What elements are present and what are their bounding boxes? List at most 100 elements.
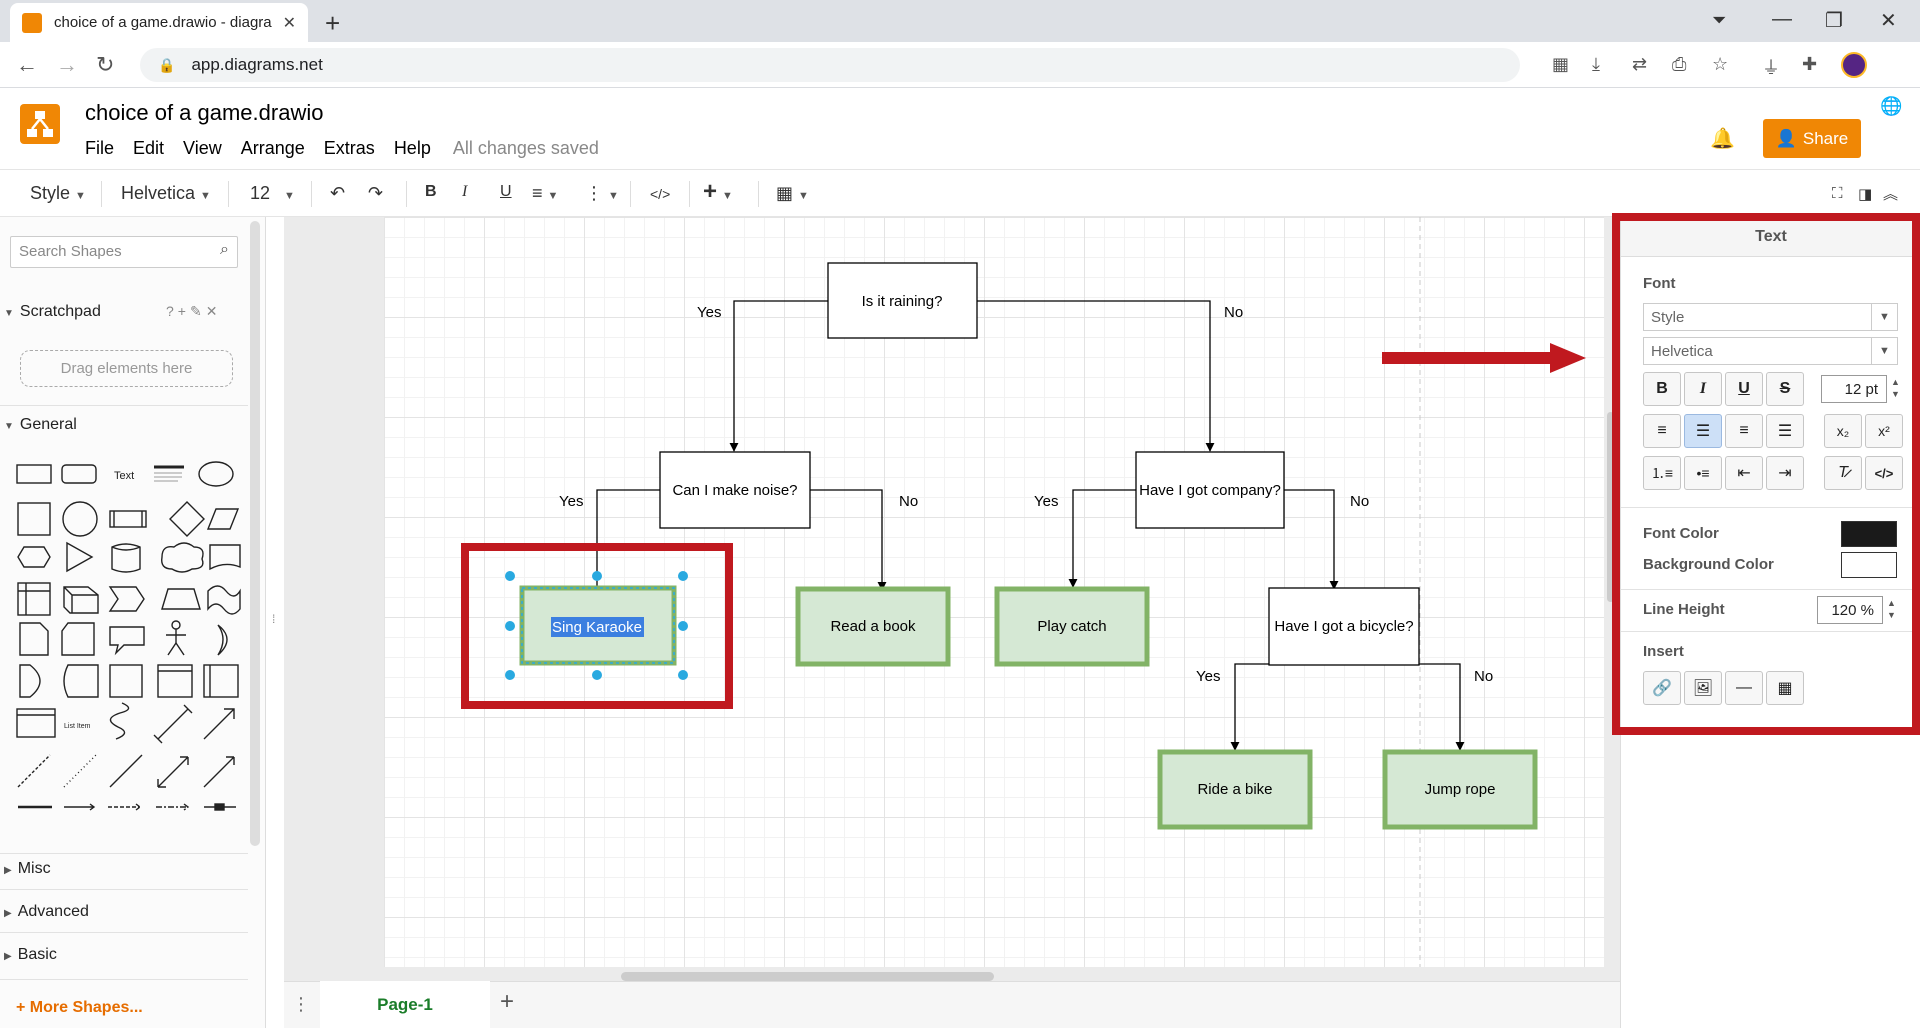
edge-raining-yes[interactable] bbox=[729, 300, 828, 452]
node-read-a-book[interactable] bbox=[795, 586, 951, 667]
basic-header[interactable]: ▶Basic bbox=[4, 946, 57, 963]
html-toggle-button[interactable]: </> bbox=[1865, 456, 1903, 490]
align-center-button[interactable]: ☰ bbox=[1684, 414, 1722, 448]
redo-icon[interactable]: ↷ bbox=[368, 183, 384, 203]
table-icon[interactable]: ▦▼ bbox=[776, 183, 809, 203]
node-ride-a-bike[interactable] bbox=[1157, 749, 1313, 830]
font-family-select[interactable]: Helvetica▼ bbox=[1643, 337, 1898, 365]
menu-extras[interactable]: Extras bbox=[323, 138, 375, 158]
reload-icon[interactable]: ↻ bbox=[96, 52, 115, 77]
extension-icon[interactable]: ⏚ bbox=[1762, 58, 1780, 78]
menu-file[interactable]: File bbox=[85, 138, 115, 158]
align-icon[interactable]: ≡▼ bbox=[532, 183, 559, 203]
align-right-button[interactable]: ≡ bbox=[1725, 414, 1763, 448]
html-code-icon[interactable]: </> bbox=[650, 186, 671, 202]
new-tab-icon[interactable]: + bbox=[325, 8, 341, 38]
italic-icon[interactable]: I bbox=[462, 183, 468, 200]
profile-avatar[interactable] bbox=[1841, 52, 1867, 78]
language-globe-icon[interactable]: 🌐 bbox=[1880, 96, 1903, 116]
fullscreen-icon[interactable]: ⛶ bbox=[1832, 185, 1843, 202]
node-have-i-got-company[interactable] bbox=[1135, 451, 1285, 529]
undo-icon[interactable]: ↶ bbox=[330, 183, 346, 203]
diagram-canvas[interactable]: Yes No Yes No Yes No Yes No Is it rainin… bbox=[272, 217, 1620, 981]
browser-tab[interactable]: choice of a game.drawio - diagra ✕ bbox=[10, 3, 308, 42]
share-page-icon[interactable]: ⎙ bbox=[1672, 54, 1687, 74]
notification-bell-icon[interactable]: 🔔 bbox=[1710, 128, 1735, 150]
italic-button[interactable]: I bbox=[1684, 372, 1722, 406]
document-title[interactable]: choice of a game.drawio bbox=[85, 100, 324, 125]
font-color-swatch[interactable] bbox=[1841, 521, 1897, 547]
underline-icon[interactable]: U bbox=[500, 183, 512, 200]
insert-table-button[interactable]: ▦ bbox=[1766, 671, 1804, 705]
diagram-page[interactable]: Yes No Yes No Yes No Yes No Is it rainin… bbox=[384, 217, 1604, 967]
forward-icon[interactable]: → bbox=[56, 52, 78, 77]
general-header[interactable]: ▼General bbox=[4, 416, 77, 433]
font-dropdown[interactable]: Helvetica▼ bbox=[121, 183, 211, 203]
search-shapes-input[interactable]: Search Shapes ⌕ bbox=[10, 236, 238, 268]
misc-header[interactable]: ▶Misc bbox=[4, 860, 51, 877]
insert-image-button[interactable]: 🖼 bbox=[1684, 671, 1722, 705]
bold-icon[interactable]: B bbox=[425, 183, 437, 200]
canvas-horizontal-scrollbar[interactable] bbox=[621, 972, 994, 981]
outdent-button[interactable]: ⇤ bbox=[1725, 456, 1763, 490]
edge-bicycle-yes[interactable] bbox=[1230, 663, 1269, 751]
bold-button[interactable]: B bbox=[1643, 372, 1681, 406]
install-icon[interactable]: ⤓ bbox=[1592, 54, 1600, 74]
menu-edit[interactable]: Edit bbox=[133, 138, 165, 158]
url-field[interactable]: 🔒 app.diagrams.net bbox=[140, 48, 1520, 82]
clear-format-button[interactable]: T̷ bbox=[1824, 456, 1862, 490]
node-is-it-raining[interactable] bbox=[827, 262, 978, 339]
resize-handle[interactable] bbox=[505, 670, 515, 680]
advanced-header[interactable]: ▶Advanced bbox=[4, 903, 89, 920]
menu-help[interactable]: Help bbox=[393, 138, 431, 158]
minimize-icon[interactable]: — bbox=[1772, 8, 1792, 30]
font-size-field[interactable]: 12 pt bbox=[1821, 375, 1887, 403]
edge-noise-no[interactable] bbox=[810, 489, 887, 591]
justify-button[interactable]: ☰ bbox=[1766, 414, 1804, 448]
resize-handle[interactable] bbox=[592, 670, 602, 680]
font-size-dropdown[interactable]: 12▼ bbox=[250, 183, 295, 203]
translate-icon[interactable]: ⇄ bbox=[1632, 54, 1648, 74]
sidebar-resize-handle[interactable]: ⁞ bbox=[272, 612, 276, 626]
style-dropdown[interactable]: Style▼ bbox=[30, 183, 86, 203]
node-can-i-make-noise[interactable] bbox=[659, 451, 811, 529]
format-panel-toggle-icon[interactable]: ◨ bbox=[1858, 186, 1873, 203]
edge-company-yes[interactable] bbox=[1068, 489, 1136, 588]
spin-down-icon[interactable]: ▼ bbox=[1891, 389, 1900, 399]
more-shapes-link[interactable]: + More Shapes... bbox=[16, 999, 143, 1016]
strikethrough-button[interactable]: S bbox=[1766, 372, 1804, 406]
menu-arrange[interactable]: Arrange bbox=[240, 138, 305, 158]
page-menu-icon[interactable]: ⋮ bbox=[292, 994, 310, 1014]
edge-raining-no[interactable] bbox=[977, 300, 1215, 452]
scratchpad-drop-area[interactable]: Drag elements here bbox=[20, 350, 233, 387]
collapse-icon[interactable]: ︽ bbox=[1883, 186, 1899, 203]
format-panel-tab-text[interactable]: Text bbox=[1621, 217, 1920, 257]
more-vertical-icon[interactable]: ⋮▼ bbox=[585, 183, 619, 203]
sidebar-scrollbar[interactable] bbox=[250, 221, 260, 846]
close-window-icon[interactable]: ✕ bbox=[1880, 10, 1897, 32]
spin-up-icon[interactable]: ▲ bbox=[1891, 377, 1900, 387]
insert-link-button[interactable]: 🔗 bbox=[1643, 671, 1681, 705]
indent-button[interactable]: ⇥ bbox=[1766, 456, 1804, 490]
bookmark-star-icon[interactable]: ☆ bbox=[1712, 54, 1729, 74]
scratchpad-tools[interactable]: ?+✎✕ bbox=[166, 303, 222, 319]
resize-handle[interactable] bbox=[678, 571, 688, 581]
underline-button[interactable]: U bbox=[1725, 372, 1763, 406]
style-select[interactable]: Style▼ bbox=[1643, 303, 1898, 331]
superscript-button[interactable]: x² bbox=[1865, 414, 1903, 448]
insert-plus-icon[interactable]: +▼ bbox=[703, 178, 733, 205]
resize-handle[interactable] bbox=[505, 621, 515, 631]
resize-handle[interactable] bbox=[592, 571, 602, 581]
general-shapes-palette[interactable]: Text List Item bbox=[12, 457, 242, 837]
edge-bicycle-no[interactable] bbox=[1419, 663, 1465, 751]
apps-icon[interactable]: ▦ bbox=[1552, 54, 1570, 74]
spin-up-icon[interactable]: ▲ bbox=[1887, 598, 1896, 608]
bullet-list-button[interactable]: •≡ bbox=[1684, 456, 1722, 490]
numbered-list-button[interactable]: ⒈≡ bbox=[1643, 456, 1681, 490]
resize-handle[interactable] bbox=[678, 670, 688, 680]
menu-view[interactable]: View bbox=[183, 138, 222, 158]
resize-handle[interactable] bbox=[678, 621, 688, 631]
insert-horizontal-rule-button[interactable]: — bbox=[1725, 671, 1763, 705]
align-left-button[interactable]: ≡ bbox=[1643, 414, 1681, 448]
share-button[interactable]: 👤 Share bbox=[1763, 119, 1861, 158]
